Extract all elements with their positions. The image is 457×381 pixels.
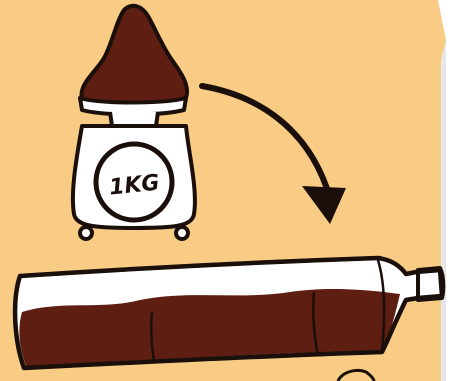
scale-neck [110,112,158,126]
scale-feet-right [176,227,188,239]
kitchen-scale-icon: 1KG [73,126,195,239]
paper-edge-shadow [441,40,446,381]
bottle-icon [15,258,443,368]
scale-weight-label: 1KG [108,170,161,200]
scale-feet-left [80,227,92,239]
